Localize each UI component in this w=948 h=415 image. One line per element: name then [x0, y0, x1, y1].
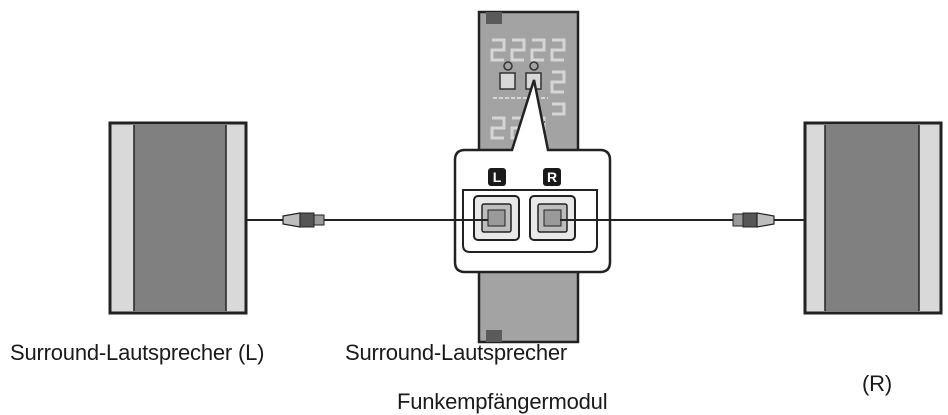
right-jack	[529, 195, 576, 241]
left-cable	[246, 212, 488, 228]
svg-text:L: L	[493, 169, 502, 185]
receiver-module-label: Funkempfängermodul	[397, 389, 608, 414]
left-speaker	[108, 121, 248, 315]
right-cable	[560, 212, 805, 228]
right-speaker-label-suffix: (R)	[862, 371, 892, 396]
right-channel-badge: R	[543, 168, 561, 186]
left-jack	[473, 195, 520, 241]
right-speaker-label: Surround-Lautsprecher	[345, 340, 568, 365]
svg-text:R: R	[547, 169, 557, 185]
connector-callout: L R	[453, 79, 612, 274]
right-speaker	[803, 121, 943, 315]
left-channel-badge: L	[488, 168, 506, 186]
left-speaker-label: Surround-Lautsprecher (L)	[10, 340, 265, 365]
